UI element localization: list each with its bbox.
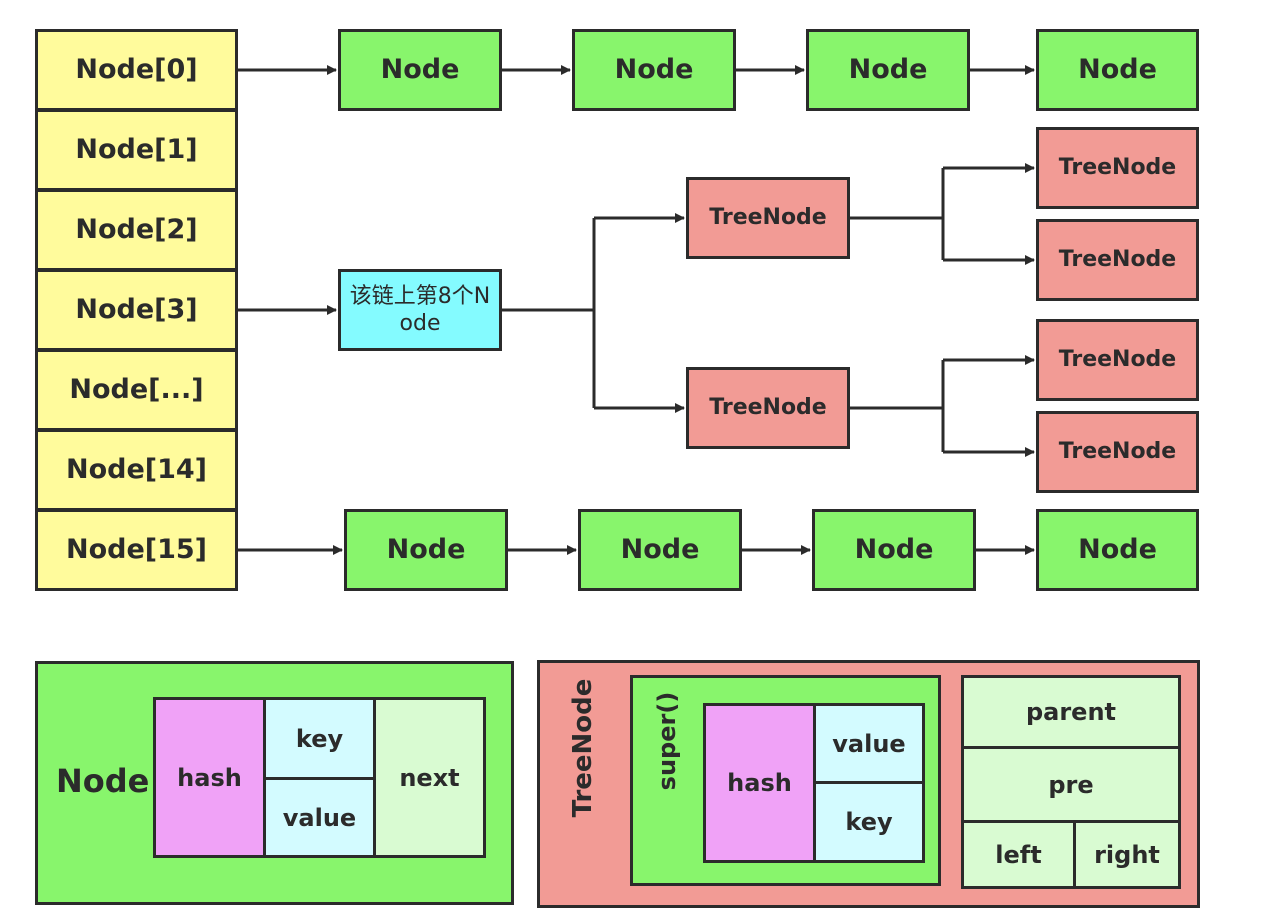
array-slot-15: Node[15] bbox=[35, 509, 238, 591]
treenode-leaf-2: TreeNode bbox=[1036, 219, 1199, 301]
array-slot-label: Node[14] bbox=[65, 454, 208, 486]
node-row15-4: Node bbox=[1036, 509, 1199, 591]
field-label: key bbox=[845, 808, 893, 836]
treenode-field-value: value bbox=[813, 703, 925, 784]
field-label: next bbox=[399, 763, 460, 792]
array-slot-label: Node[15] bbox=[65, 534, 208, 566]
treenode-field-right: right bbox=[1073, 820, 1181, 889]
treenode-label: TreeNode bbox=[709, 205, 827, 231]
node-label: Node bbox=[386, 534, 466, 566]
field-label: value bbox=[282, 803, 357, 832]
treenode-field-key: key bbox=[813, 781, 925, 863]
node-label: Node bbox=[854, 534, 934, 566]
node-label: Node bbox=[620, 534, 700, 566]
field-label: pre bbox=[1048, 770, 1094, 799]
array-slot-label: Node[1] bbox=[75, 134, 198, 166]
treenode-upper: TreeNode bbox=[686, 177, 850, 259]
treenode-super-label: super() bbox=[653, 691, 681, 791]
treenode-leaf-3: TreeNode bbox=[1036, 319, 1199, 401]
node-row0-2: Node bbox=[572, 29, 736, 111]
array-slot-label: Node[3] bbox=[75, 294, 198, 326]
array-slot-2: Node[2] bbox=[35, 189, 238, 271]
treenode-field-left: left bbox=[961, 820, 1076, 889]
treenode-label: TreeNode bbox=[709, 395, 827, 421]
treenode-legend-title: TreeNode bbox=[568, 678, 598, 818]
node-row0-1: Node bbox=[338, 29, 502, 111]
treenode-lower: TreeNode bbox=[686, 367, 850, 449]
eighth-node-label: 该链上第8个Node bbox=[349, 283, 491, 337]
node-field-value: value bbox=[263, 777, 376, 858]
node-label: Node bbox=[380, 54, 460, 86]
treenode-leaf-4: TreeNode bbox=[1036, 411, 1199, 493]
array-slot-label: Node[...] bbox=[69, 374, 204, 406]
treenode-field-parent: parent bbox=[961, 675, 1181, 749]
array-slot-14: Node[14] bbox=[35, 429, 238, 511]
node-row0-3: Node bbox=[806, 29, 970, 111]
node-field-key: key bbox=[263, 697, 376, 780]
field-label: right bbox=[1094, 840, 1160, 869]
node-row0-4: Node bbox=[1036, 29, 1199, 111]
field-label: key bbox=[295, 724, 344, 753]
treenode-field-hash: hash bbox=[703, 703, 816, 863]
node-label: Node bbox=[1078, 534, 1157, 566]
field-label: hash bbox=[727, 769, 792, 797]
node-row15-1: Node bbox=[344, 509, 508, 591]
treenode-leaf-1: TreeNode bbox=[1036, 127, 1199, 209]
array-slot-ellipsis: Node[...] bbox=[35, 349, 238, 431]
treenode-label: TreeNode bbox=[1058, 439, 1177, 465]
field-label: hash bbox=[177, 763, 242, 792]
node-field-hash: hash bbox=[153, 697, 266, 858]
array-slot-label: Node[2] bbox=[75, 214, 198, 246]
treenode-label: TreeNode bbox=[1058, 155, 1177, 181]
array-slot-0: Node[0] bbox=[35, 29, 238, 111]
array-slot-label: Node[0] bbox=[75, 54, 198, 86]
array-slot-3: Node[3] bbox=[35, 269, 238, 351]
node-label: Node bbox=[1078, 54, 1157, 86]
treenode-field-pre: pre bbox=[961, 746, 1181, 823]
field-label: left bbox=[995, 840, 1042, 869]
treenode-label: TreeNode bbox=[1058, 247, 1177, 273]
node-legend-title: Node bbox=[56, 762, 150, 800]
node-row15-3: Node bbox=[812, 509, 976, 591]
eighth-node: 该链上第8个Node bbox=[338, 269, 502, 351]
field-label: value bbox=[832, 729, 906, 758]
field-label: parent bbox=[1025, 698, 1117, 726]
array-slot-1: Node[1] bbox=[35, 109, 238, 191]
node-row15-2: Node bbox=[578, 509, 742, 591]
node-label: Node bbox=[848, 54, 928, 86]
node-label: Node bbox=[614, 54, 694, 86]
treenode-label: TreeNode bbox=[1058, 347, 1177, 373]
node-field-next: next bbox=[373, 697, 486, 858]
